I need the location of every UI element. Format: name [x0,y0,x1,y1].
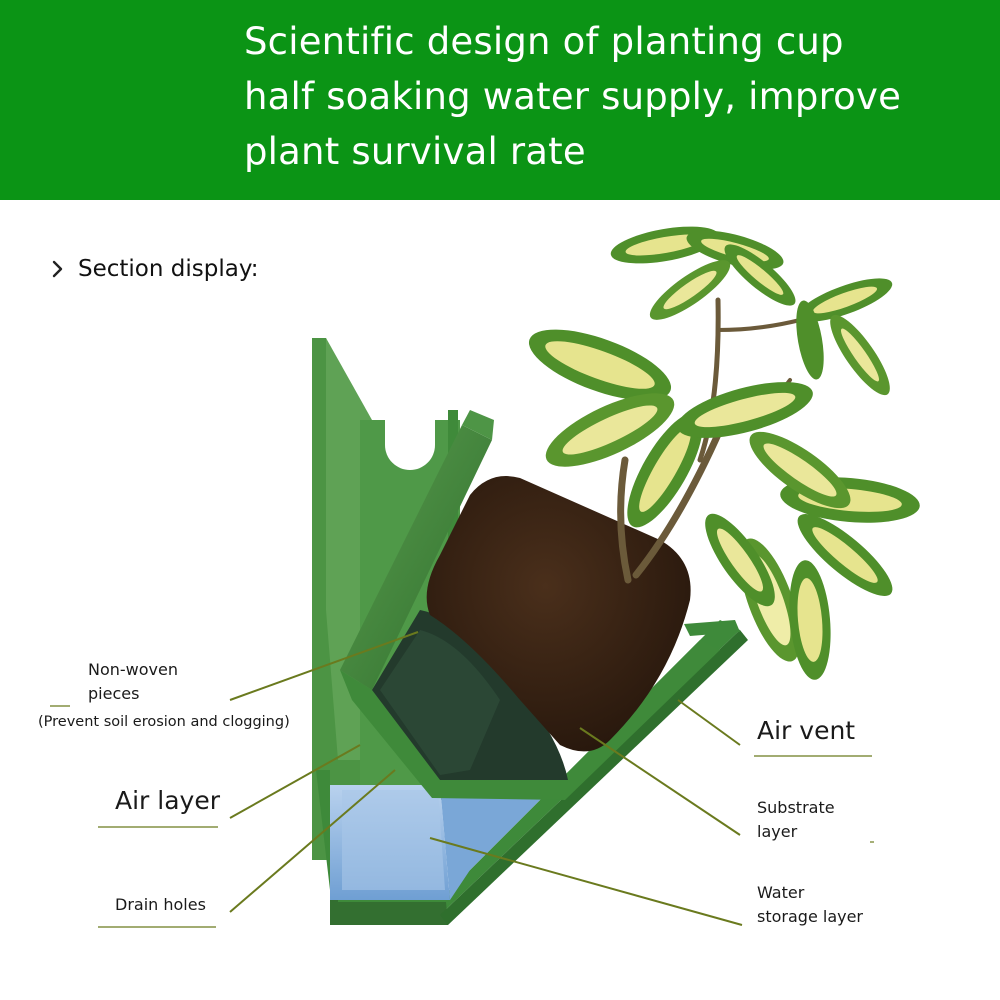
leaf-cluster-right [796,278,893,396]
title-line-3: plant survival rate [244,130,586,173]
header-banner: Scientific design of planting cup half s… [0,0,1000,200]
section-label: Section display: [78,256,259,282]
label-non-woven-2: pieces [88,684,140,703]
label-non-woven-note: (Prevent soil erosion and clogging) [38,714,290,730]
leader-substrate [579,727,741,836]
inner-planting-cup [340,410,720,800]
callout-leader-lines [229,631,743,926]
label-water-2: storage layer [757,907,864,926]
label-substrate-1: Substrate [757,798,835,817]
leaf-cluster-middle [528,329,813,528]
non-woven-texture [380,630,500,775]
page-title: Scientific design of planting cup half s… [244,14,984,179]
label-air-layer: Air layer [115,786,220,815]
plant-leaves [528,226,920,680]
label-substrate-2: layer [757,822,798,841]
label-air-vent: Air vent [757,716,856,745]
leader-air-vent [677,699,741,746]
leader-non-woven [229,631,419,701]
label-drain-holes: Drain holes [115,895,206,914]
title-line-1: Scientific design of planting cup [244,20,844,63]
label-non-woven-1: Non-woven [88,660,178,679]
chevron-right-icon [52,260,63,278]
leaf-cluster-lower-right [705,431,920,680]
leader-air-layer [229,744,361,819]
title-line-2: half soaking water supply, improve [244,75,902,118]
leaf-cluster-top [610,226,796,320]
leader-drain-holes [229,769,396,913]
leader-water-storage [429,837,743,926]
label-water-1: Water [757,883,805,902]
callout-underlines [50,705,874,928]
water-storage-layer [330,780,560,900]
section-heading: Section display: [48,254,259,284]
